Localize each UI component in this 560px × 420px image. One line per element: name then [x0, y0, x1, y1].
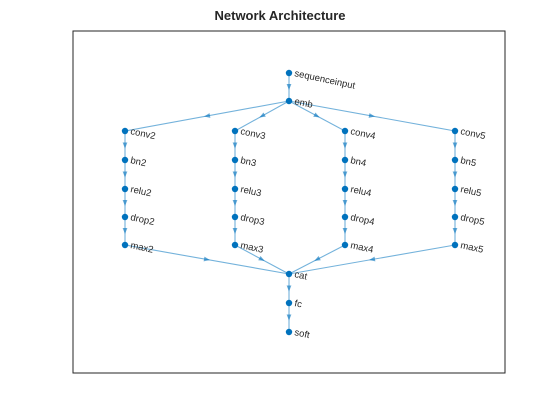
node-bn3 — [231, 156, 239, 164]
node-label-drop3: drop3 — [239, 212, 265, 228]
arrowhead-drop2-max2 — [122, 228, 128, 234]
node-label-max3: max3 — [239, 240, 264, 256]
node-conv4 — [341, 127, 349, 135]
node-label-emb: emb — [293, 96, 313, 111]
node-conv2 — [121, 127, 129, 135]
node-sequenceinput — [285, 69, 293, 77]
arrowhead-bn3-relu3 — [232, 171, 238, 178]
arrowhead-bn5-relu5 — [452, 171, 458, 178]
node-relu3 — [231, 185, 239, 193]
arrowhead-relu2-drop2 — [122, 200, 128, 206]
arrowhead-conv2-bn2 — [122, 142, 128, 149]
arrowhead-max5-cat — [369, 256, 376, 262]
edge-layer — [122, 73, 458, 332]
arrowhead-drop3-max3 — [232, 228, 238, 234]
node-label-conv2: conv2 — [129, 126, 156, 142]
arrowhead-conv4-bn4 — [342, 142, 348, 149]
node-conv5 — [451, 127, 459, 135]
node-label-conv5: conv5 — [459, 126, 486, 142]
node-relu2 — [121, 185, 129, 193]
node-max3 — [231, 241, 239, 249]
node-label-bn2: bn2 — [129, 155, 147, 169]
node-max5 — [451, 241, 459, 249]
node-label-conv4: conv4 — [349, 126, 376, 142]
arrowhead-relu3-drop3 — [232, 200, 238, 206]
arrowhead-cat-fc — [286, 285, 292, 292]
node-bn2 — [121, 156, 129, 164]
arrowhead-bn4-relu4 — [342, 171, 348, 178]
node-fc — [285, 299, 293, 307]
node-label-bn3: bn3 — [239, 155, 257, 169]
node-drop4 — [341, 213, 349, 221]
node-label-bn5: bn5 — [459, 155, 477, 169]
arrowhead-max4-cat — [314, 255, 321, 261]
node-relu4 — [341, 185, 349, 193]
node-bn5 — [451, 156, 459, 164]
node-max4 — [341, 241, 349, 249]
node-label-max4: max4 — [349, 240, 374, 256]
node-relu5 — [451, 185, 459, 193]
node-soft — [285, 328, 293, 336]
node-drop2 — [121, 213, 129, 221]
arrowhead-relu4-drop4 — [342, 200, 348, 206]
node-label-drop2: drop2 — [129, 212, 155, 228]
node-drop3 — [231, 213, 239, 221]
node-label-conv3: conv3 — [239, 126, 266, 142]
node-label-drop5: drop5 — [459, 212, 485, 228]
arrowhead-max3-cat — [258, 255, 265, 261]
node-label-relu2: relu2 — [129, 184, 152, 199]
arrowhead-conv3-bn3 — [232, 142, 238, 149]
node-label-relu3: relu3 — [239, 184, 262, 199]
diagram-title: Network Architecture — [214, 8, 346, 23]
arrowhead-fc-soft — [286, 314, 292, 321]
arrowhead-emb-conv5 — [368, 113, 375, 118]
node-max2 — [121, 241, 129, 249]
arrowhead-sequenceinput-emb — [286, 84, 292, 90]
arrowhead-conv5-bn5 — [452, 142, 458, 149]
node-label-bn4: bn4 — [349, 155, 367, 169]
node-label-soft: soft — [293, 327, 311, 341]
node-emb — [285, 97, 293, 105]
node-label-drop4: drop4 — [349, 212, 375, 228]
node-label-max2: max2 — [129, 240, 154, 256]
node-label-relu4: relu4 — [349, 184, 372, 199]
node-label-cat: cat — [293, 269, 308, 282]
node-label-relu5: relu5 — [459, 184, 482, 199]
node-cat — [285, 270, 293, 278]
arrowhead-drop4-max4 — [342, 228, 348, 234]
node-conv3 — [231, 127, 239, 135]
arrowhead-emb-conv3 — [259, 112, 266, 118]
arrowhead-bn2-relu2 — [122, 171, 128, 178]
arrowhead-drop5-max5 — [452, 228, 458, 234]
node-layer — [121, 69, 459, 336]
arrowhead-max2-cat — [203, 256, 210, 262]
arrowhead-relu5-drop5 — [452, 200, 458, 206]
arrowhead-emb-conv2 — [204, 113, 211, 118]
arrowhead-emb-conv4 — [313, 112, 320, 118]
node-label-fc: fc — [293, 298, 303, 310]
node-label-max5: max5 — [459, 240, 484, 256]
node-bn4 — [341, 156, 349, 164]
node-drop5 — [451, 213, 459, 221]
